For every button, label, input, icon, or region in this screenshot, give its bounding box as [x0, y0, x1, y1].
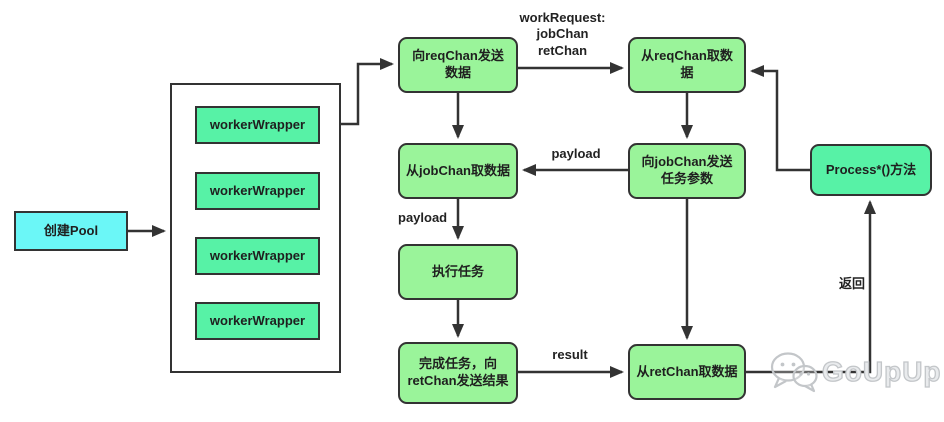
edge-label-payload-horizontal: payload: [551, 146, 601, 161]
create-pool-node: 创建Pool: [14, 211, 128, 251]
recv-jobchan-node: 从jobChan取数据: [398, 143, 518, 199]
worker-wrapper-node-4: workerWrapper: [195, 302, 320, 340]
edge-recvretchan-to-process: [746, 200, 876, 374]
process-method-node: Process*()方法: [810, 144, 932, 196]
worker-wrapper-node-2: workerWrapper: [195, 172, 320, 210]
edge-label-return: 返回: [838, 276, 865, 291]
wechat-icon: [770, 352, 818, 393]
watermark-text: GoUpUp: [821, 355, 942, 387]
recv-retchan-node: 从retChan取数据: [628, 344, 746, 400]
edge-process-to-recvreqchan: [750, 65, 810, 172]
edge-label-workrequest: workRequest: jobChan retChan: [519, 10, 606, 58]
exec-task-node: 执行任务: [398, 244, 518, 300]
edge-label-payload-vertical: payload: [398, 210, 448, 225]
edge-label-result: result: [552, 347, 588, 362]
watermark: GoUpUp: [768, 348, 942, 396]
worker-wrapper-node-1: workerWrapper: [195, 106, 320, 144]
recv-reqchan-node: 从reqChan取数据: [628, 37, 746, 93]
worker-wrapper-node-3: workerWrapper: [195, 237, 320, 275]
send-reqchan-node: 向reqChan发送数据: [398, 37, 518, 93]
send-jobchan-node: 向jobChan发送任务参数: [628, 143, 746, 199]
finish-task-node: 完成任务，向retChan发送结果: [398, 342, 518, 404]
